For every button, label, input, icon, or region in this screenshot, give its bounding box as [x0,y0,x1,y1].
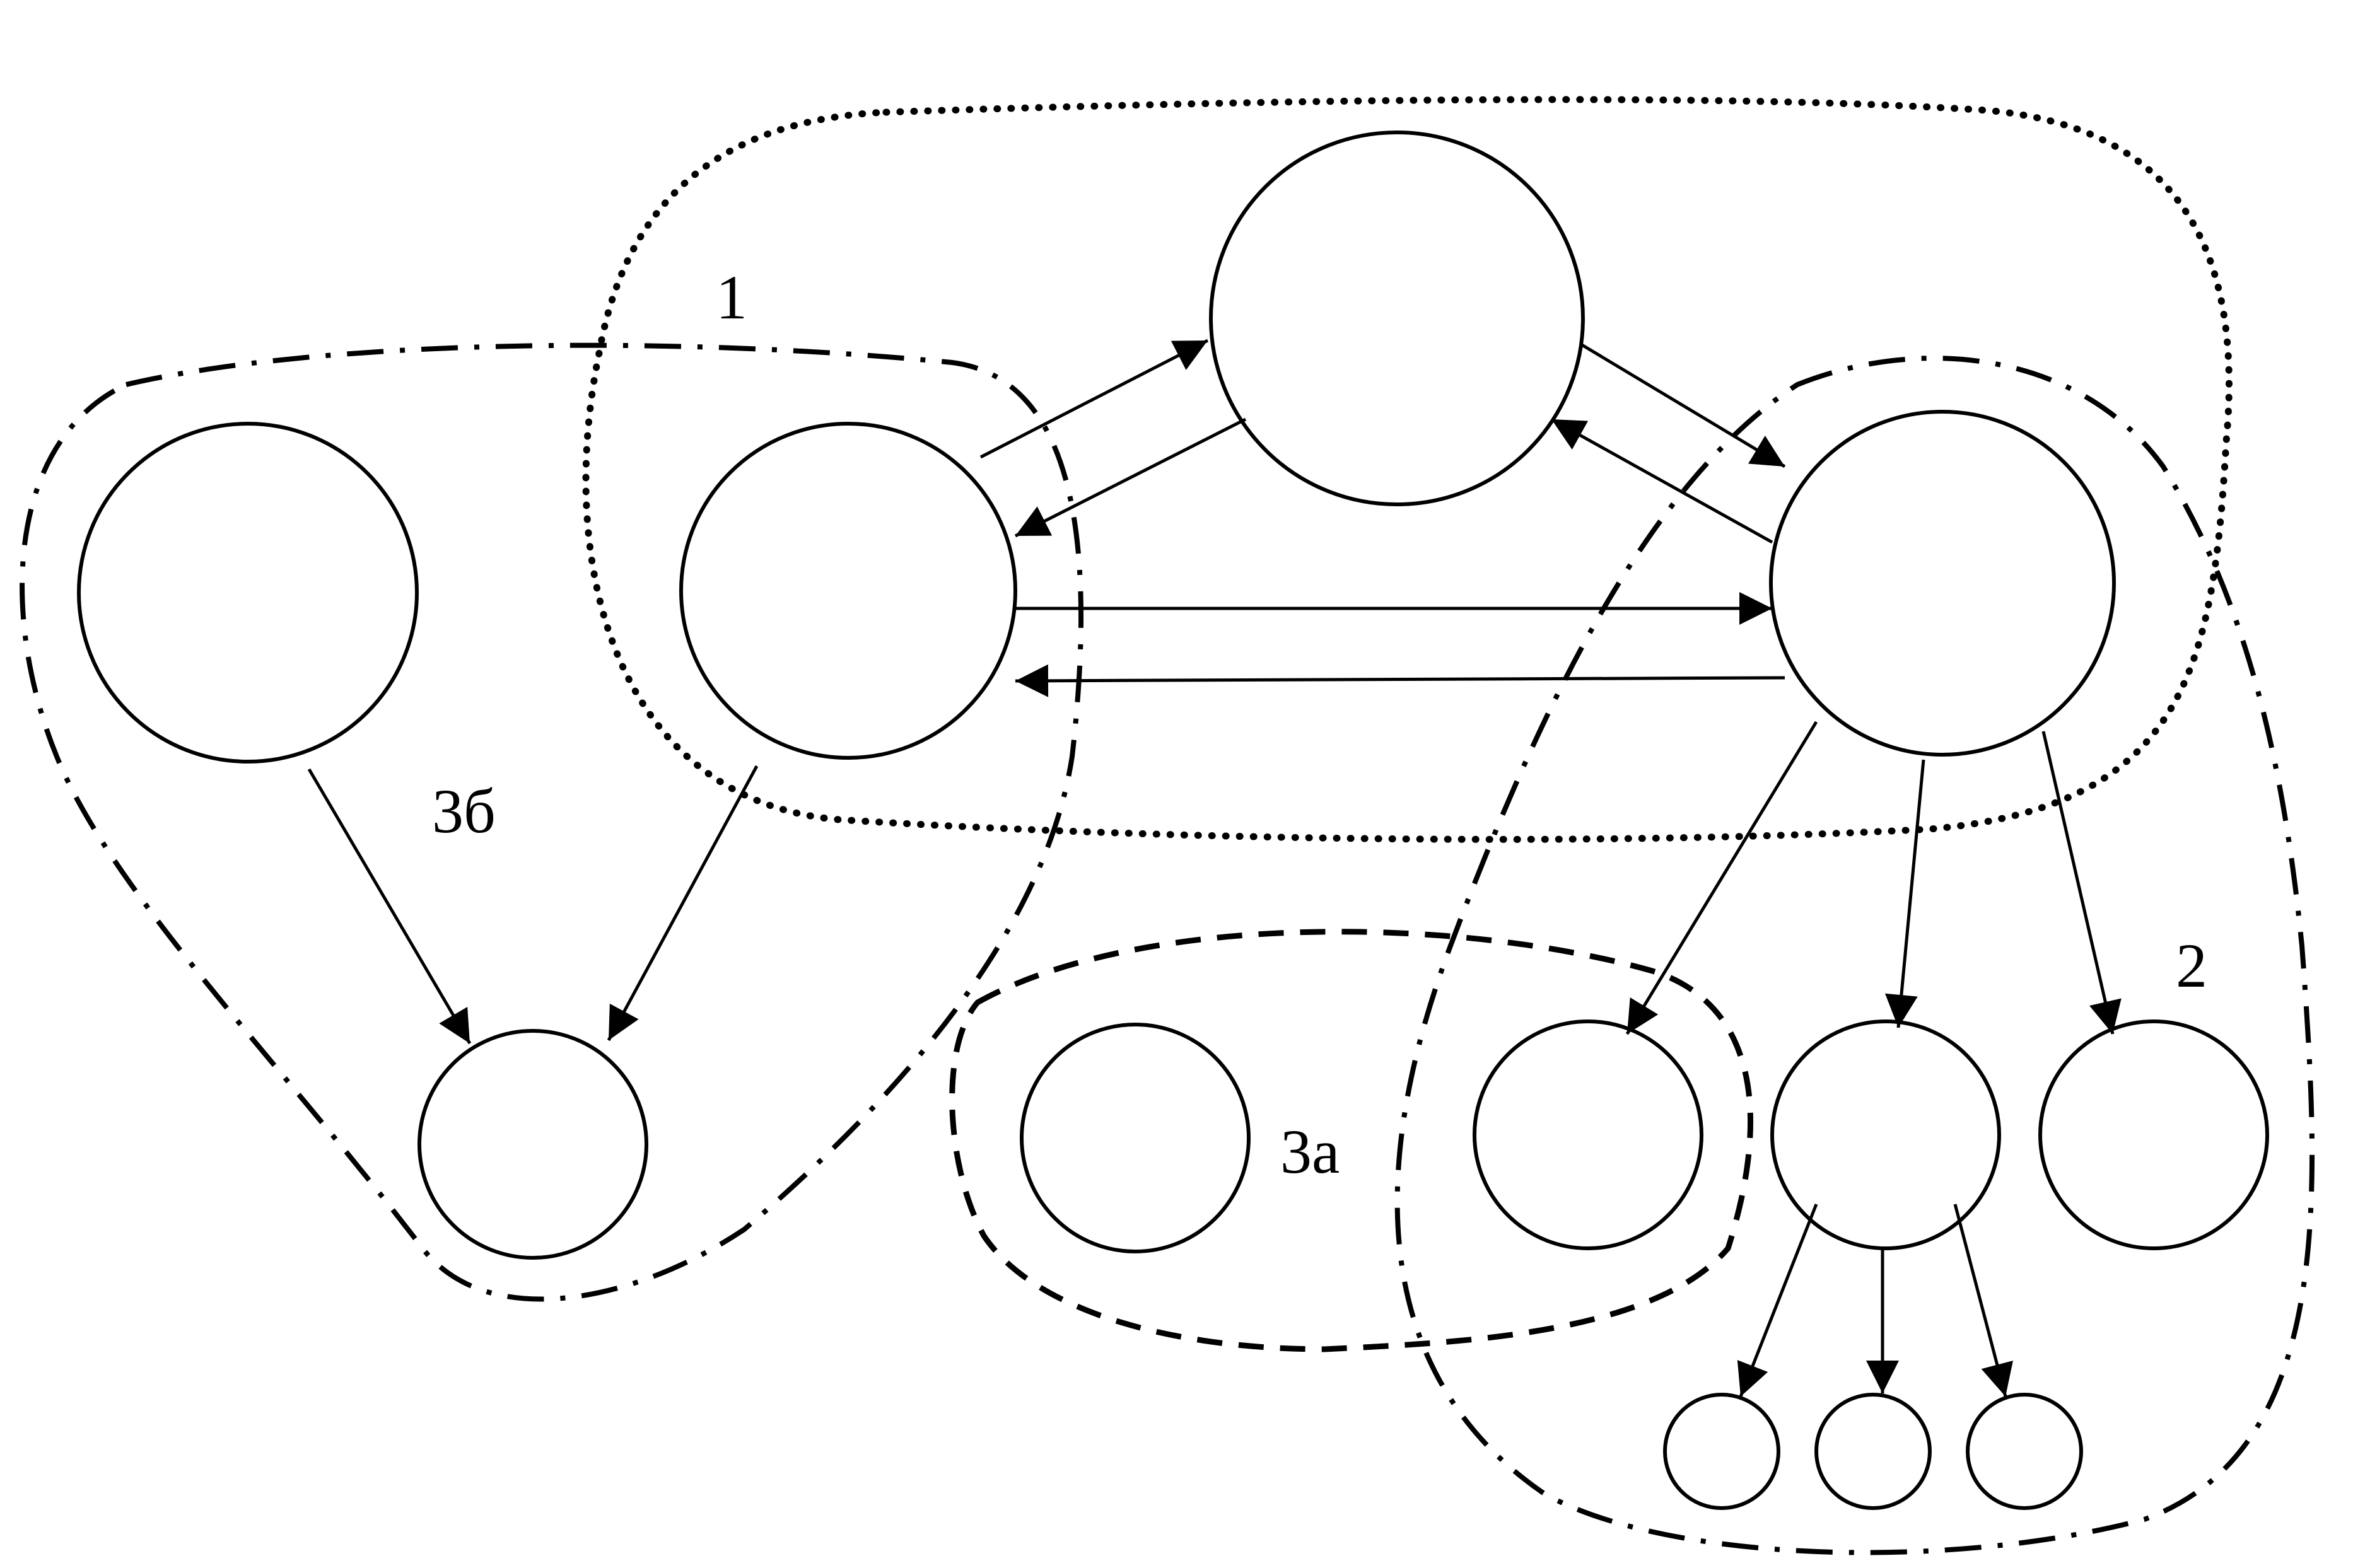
edge-right-to-top [1550,417,1773,544]
edge-right-to-childmiddle [1884,759,1925,1028]
label-group-3a: 3a [1280,1117,1340,1187]
node-child-middle [1770,1019,2001,1250]
edge-right-to-centerleft [1015,664,1785,697]
region-3a-dashed-boundary [949,929,1754,1352]
edge-top-to-right [1579,342,1786,468]
node-center-left [679,422,1017,760]
node-right [1769,410,2116,757]
region-2-dashdot-boundary [1394,356,2315,1555]
node-child-right [2038,1019,2269,1250]
node-3a [1020,1023,1251,1253]
region-3b-dashdot-boundary [20,342,1083,1302]
node-bottom-left [417,1029,648,1260]
node-leaf-2 [1814,1393,1932,1510]
label-group-2: 2 [2176,931,2207,1001]
node-top-center [1209,131,1585,506]
edge-centerleft-to-bottomleft [607,765,759,1042]
edge-top-to-centerleft [1014,417,1247,538]
edge-centerleft-to-top [979,339,1209,459]
edge-farleft-to-bottomleft [307,768,472,1045]
node-leaf-1 [1663,1393,1780,1510]
label-group-1: 1 [716,262,747,332]
edge-childmiddle-to-leaf1 [1737,1204,1818,1397]
edge-childmiddle-to-leaf3 [1953,1204,2013,1397]
node-shared-3a-2 [1473,1019,1703,1250]
node-far-left [77,422,419,764]
edge-right-to-shared [1625,721,1818,1035]
node-leaf-3 [1966,1393,2083,1510]
region-1-dotted-boundary [582,96,2233,843]
edge-right-to-childright [2041,731,2122,1035]
label-group-3b: 3б [432,776,496,846]
